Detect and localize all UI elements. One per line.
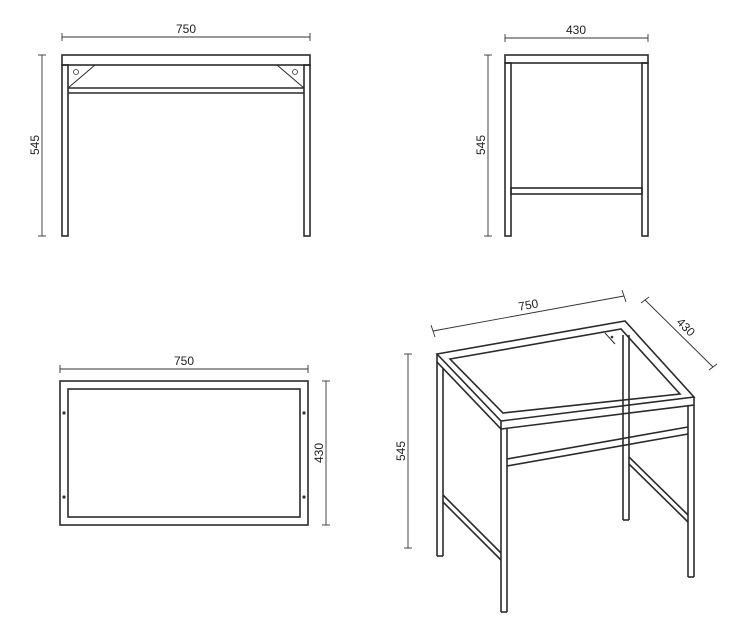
front-height-label: 545 bbox=[28, 135, 42, 155]
front-width-label: 750 bbox=[176, 22, 196, 36]
side-width-dimension: 430 bbox=[504, 23, 649, 42]
perspective-depth-dimension: 430 bbox=[640, 296, 718, 371]
top-inner-frame bbox=[67, 388, 301, 518]
top-view: 750 430 bbox=[59, 354, 330, 526]
perspective-right-stretcher bbox=[628, 456, 689, 523]
perspective-back-right-leg bbox=[687, 405, 695, 578]
top-outer-frame bbox=[59, 380, 309, 526]
perspective-view: 750 430 545 bbox=[394, 289, 718, 613]
front-right-bracket bbox=[275, 64, 305, 89]
side-top-frame bbox=[504, 54, 649, 64]
top-depth-dimension: 430 bbox=[312, 380, 330, 526]
perspective-top-opening bbox=[448, 328, 682, 414]
perspective-height-label: 545 bbox=[394, 441, 408, 461]
perspective-left-stretcher bbox=[442, 494, 502, 561]
top-width-dimension: 750 bbox=[59, 354, 309, 373]
side-height-label: 545 bbox=[474, 135, 488, 155]
perspective-back-left-leg bbox=[622, 335, 630, 521]
screw-dot-icon bbox=[62, 495, 66, 499]
perspective-front-stretcher bbox=[506, 426, 689, 467]
side-stretcher bbox=[510, 187, 643, 195]
screw-dot-icon bbox=[610, 335, 614, 339]
perspective-width-dimension: 750 bbox=[430, 289, 627, 338]
side-view: 430 545 bbox=[474, 23, 649, 237]
front-left-bracket bbox=[67, 64, 97, 89]
screw-dot-icon bbox=[62, 411, 66, 415]
side-left-leg bbox=[504, 62, 512, 237]
perspective-front-right-leg bbox=[500, 429, 508, 613]
side-height-dimension: 545 bbox=[474, 54, 492, 237]
screw-dot-icon bbox=[302, 495, 306, 499]
front-right-leg bbox=[303, 64, 311, 237]
perspective-width-label: 750 bbox=[517, 296, 539, 313]
screw-hole-icon bbox=[292, 69, 298, 75]
front-top-frame bbox=[61, 54, 311, 66]
top-width-label: 750 bbox=[174, 354, 194, 368]
side-width-label: 430 bbox=[566, 23, 586, 37]
screw-hole-icon bbox=[73, 69, 79, 75]
screw-dot-icon bbox=[302, 411, 306, 415]
side-right-leg bbox=[641, 62, 649, 237]
perspective-height-dimension: 545 bbox=[394, 353, 412, 549]
front-view: 750 545 bbox=[28, 22, 311, 237]
front-height-dimension: 545 bbox=[28, 54, 46, 237]
front-left-leg bbox=[61, 64, 69, 237]
top-depth-label: 430 bbox=[312, 443, 326, 463]
perspective-front-left-leg bbox=[436, 362, 444, 557]
front-width-dimension: 750 bbox=[61, 22, 311, 41]
perspective-depth-label: 430 bbox=[674, 315, 698, 339]
